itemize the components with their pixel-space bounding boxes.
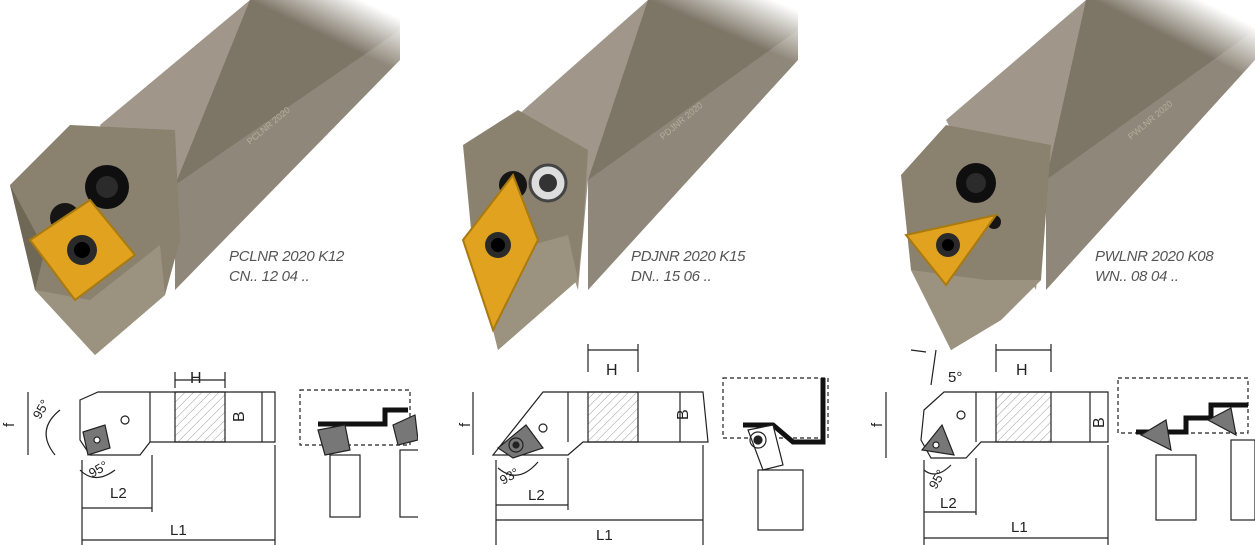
angle-label: 95° (86, 458, 111, 481)
dim-h-label: H (606, 362, 618, 379)
angle-label: 95° (30, 397, 53, 422)
dim-h-label: H (1016, 362, 1028, 379)
tool-photo-pwlnr: PWLNR 2020 H B f L2 L1 5° 95° (869, 0, 1255, 545)
dim-l1-label: L1 (596, 527, 613, 544)
dimension-drawing-pclnr (27, 372, 418, 545)
dim-f-label: f (457, 422, 474, 427)
dim-l2-label: L2 (110, 485, 127, 502)
tool-designation: PWLNR 2020 K08 (1095, 248, 1214, 265)
tool-designation: PCLNR 2020 K12 (229, 248, 345, 265)
insert-designation: WN.. 08 04 .. (1095, 268, 1179, 285)
tool-panel-pwlnr: PWLNR 2020 H B f L2 L1 5° 95° (836, 0, 1255, 545)
tool-caption: PWLNR 2020 K08 WN.. 08 04 .. (1095, 247, 1214, 287)
tool-designation: PDJNR 2020 K15 (631, 248, 746, 265)
dim-h-label: H (190, 370, 202, 387)
dim-l2-label: L2 (528, 487, 545, 504)
dimension-drawing-pdjnr (472, 344, 829, 545)
tool-photo-pdjnr: PDJNR 2020 H B f L2 L1 93° (457, 0, 836, 545)
dim-f-label: f (1, 422, 18, 427)
dim-l2-label: L2 (940, 495, 957, 512)
dim-b-label: B (1091, 417, 1108, 428)
angle-label: 5° (948, 369, 962, 386)
tool-caption: PCLNR 2020 K12 CN.. 12 04 .. (229, 247, 344, 287)
dim-b-label: B (675, 409, 692, 420)
tool-panel-pclnr: PCLNR 2020 (0, 0, 418, 545)
angle-label: 93° (497, 465, 522, 488)
dim-l1-label: L1 (1011, 519, 1028, 536)
dim-l1-label: L1 (170, 522, 187, 539)
tool-panel-pdjnr: PDJNR 2020 H B f L2 L1 93° PDJNR 202 (418, 0, 836, 545)
insert-designation: DN.. 15 06 .. (631, 268, 712, 285)
dim-b-label: B (231, 411, 248, 422)
insert-designation: CN.. 12 04 .. (229, 268, 310, 285)
tool-photo-pclnr: PCLNR 2020 (1, 0, 418, 545)
tool-caption: PDJNR 2020 K15 DN.. 15 06 .. (631, 247, 746, 287)
dimension-drawing-pwlnr (885, 344, 1255, 545)
dim-f-label: f (869, 422, 886, 427)
